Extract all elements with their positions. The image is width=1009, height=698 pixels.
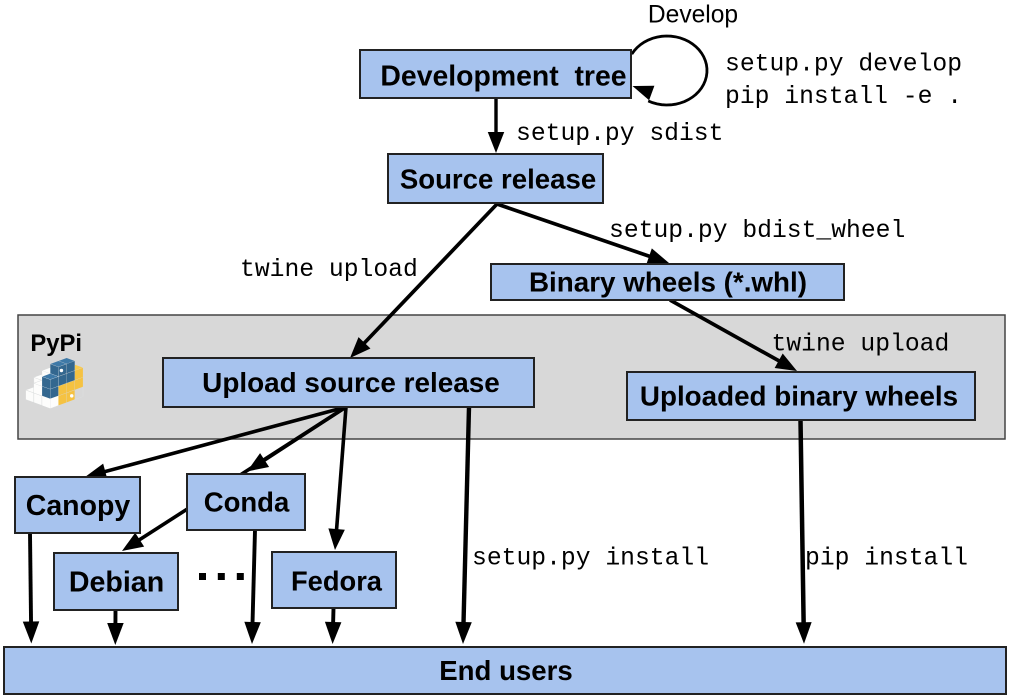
- svg-text:Develop: Develop: [648, 2, 738, 29]
- svg-text:setup.py bdist_wheel: setup.py bdist_wheel: [609, 217, 905, 245]
- svg-text:Development tree: Development tree: [380, 61, 626, 93]
- svg-text:Uploaded binary wheels: Uploaded binary wheels: [640, 381, 958, 412]
- svg-text:setup.py develop: setup.py develop: [725, 51, 962, 79]
- svg-text:Conda: Conda: [204, 487, 290, 518]
- svg-text:Debian: Debian: [69, 566, 164, 598]
- svg-text:setup.py install: setup.py install: [472, 545, 709, 573]
- svg-text:Canopy: Canopy: [26, 490, 131, 522]
- svg-text:Upload source release: Upload source release: [202, 367, 500, 398]
- svg-text:twine upload: twine upload: [772, 331, 950, 359]
- svg-text:Binary wheels (*.whl): Binary wheels (*.whl): [529, 267, 807, 298]
- svg-text:pip install -e .: pip install -e .: [725, 83, 962, 111]
- svg-text:Fedora: Fedora: [291, 566, 383, 597]
- svg-text:twine upload: twine upload: [240, 256, 418, 284]
- svg-text:setup.py sdist: setup.py sdist: [516, 120, 723, 148]
- svg-text:pip install: pip install: [805, 545, 968, 573]
- svg-text:PyPi: PyPi: [30, 330, 82, 357]
- svg-text:End users: End users: [439, 655, 572, 686]
- svg-text:Source release: Source release: [400, 164, 596, 195]
